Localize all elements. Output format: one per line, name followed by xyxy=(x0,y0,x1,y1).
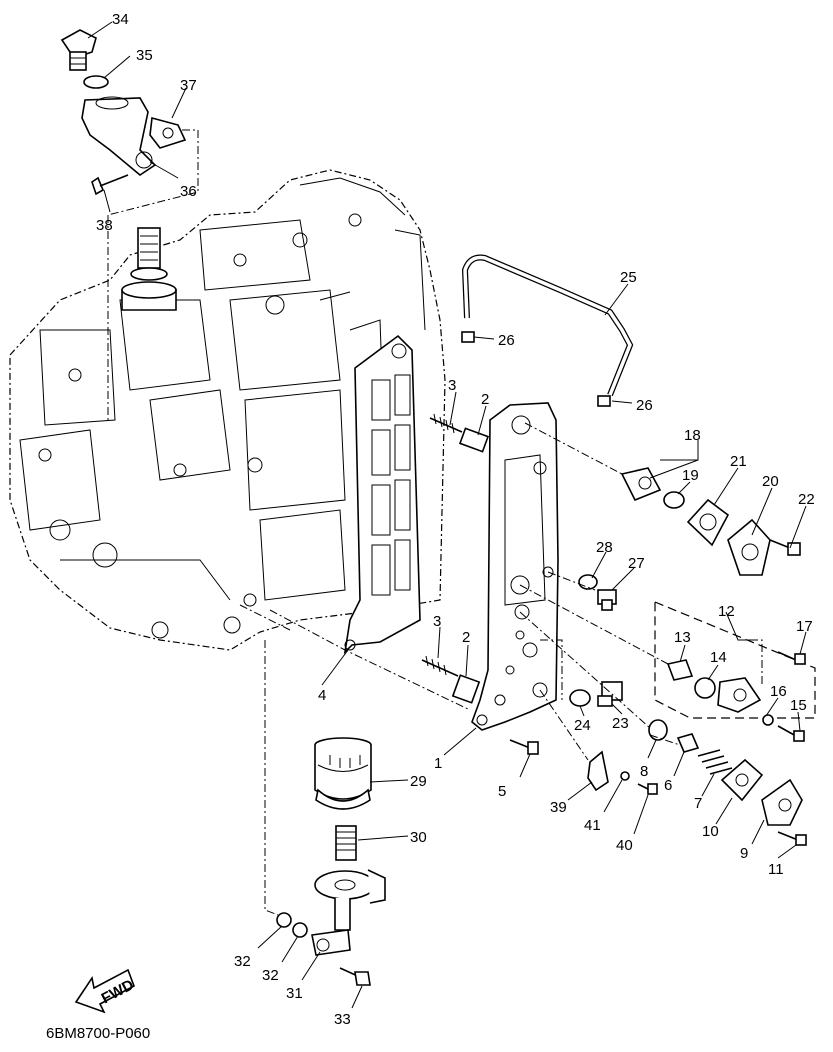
callout-12: 12 xyxy=(718,603,735,620)
oil-cap-34 xyxy=(60,29,97,71)
callout-11: 11 xyxy=(768,861,784,878)
bolt-11 xyxy=(777,831,807,846)
callout-14: 14 xyxy=(710,649,727,666)
washer-28 xyxy=(578,574,598,590)
washer-41 xyxy=(620,771,630,781)
callout-7: 7 xyxy=(694,795,702,812)
callout-33: 33 xyxy=(334,1011,351,1028)
leader-lines xyxy=(87,21,807,1009)
callout-34: 34 xyxy=(112,11,129,28)
collar-2-lower xyxy=(451,674,481,704)
callout-41: 41 xyxy=(584,817,601,834)
gasket-4 xyxy=(343,334,421,655)
callout-26-lower: 26 xyxy=(636,397,653,414)
callout-10: 10 xyxy=(702,823,719,840)
bracket-39 xyxy=(587,750,609,792)
callout-2-upper: 2 xyxy=(481,391,489,408)
oil-filter-29 xyxy=(314,737,372,810)
bolt-22 xyxy=(769,539,801,556)
callout-39: 39 xyxy=(550,799,567,816)
callout-2-lower: 2 xyxy=(462,629,470,646)
callout-29: 29 xyxy=(410,773,427,790)
o-ring-32b xyxy=(292,922,308,938)
hose-25 xyxy=(461,254,634,397)
callout-40: 40 xyxy=(616,837,633,854)
fwd-arrow: FWD xyxy=(74,968,137,1014)
valve-6 xyxy=(676,733,700,753)
bolt-15 xyxy=(777,725,805,742)
callout-1: 1 xyxy=(434,755,442,772)
engine-block xyxy=(9,169,446,651)
callout-38: 38 xyxy=(96,217,113,234)
bolt-33 xyxy=(339,967,371,986)
washer-16 xyxy=(762,714,774,726)
union-30 xyxy=(335,825,357,861)
valve-body xyxy=(717,677,762,713)
callout-22: 22 xyxy=(798,491,815,508)
callout-27: 27 xyxy=(628,555,645,572)
plug-23 xyxy=(597,681,623,707)
bolt-38 xyxy=(91,174,129,196)
callout-17: 17 xyxy=(796,618,813,635)
bolt-5 xyxy=(509,739,539,755)
callout-24: 24 xyxy=(574,717,591,734)
callout-20: 20 xyxy=(762,473,779,490)
collar-2-upper xyxy=(458,427,490,453)
callout-32-right: 32 xyxy=(262,967,279,984)
washer-19 xyxy=(663,491,685,509)
cover-20 xyxy=(727,518,771,576)
bolt-3-lower xyxy=(421,655,459,677)
cover-9 xyxy=(761,778,803,826)
callout-36: 36 xyxy=(180,183,197,200)
callout-9: 9 xyxy=(740,845,748,862)
bolt-17 xyxy=(777,651,806,665)
filter-mount-31 xyxy=(311,869,386,956)
callout-26-upper: 26 xyxy=(498,332,515,349)
o-ring-35 xyxy=(83,75,109,89)
callout-32-left: 32 xyxy=(234,953,251,970)
callout-35: 35 xyxy=(136,47,153,64)
bolt-3-upper xyxy=(429,413,463,434)
filler-neck-36 xyxy=(81,96,157,176)
callout-3-lower: 3 xyxy=(433,613,441,630)
callout-30: 30 xyxy=(410,829,427,846)
housing-1 xyxy=(471,402,559,731)
callout-19: 19 xyxy=(682,467,699,484)
plug-27 xyxy=(597,589,617,611)
callout-37: 37 xyxy=(180,77,197,94)
gasket-21 xyxy=(686,498,730,547)
o-ring-32a xyxy=(276,912,292,928)
callout-13: 13 xyxy=(674,629,691,646)
callout-3-upper: 3 xyxy=(448,377,456,394)
o-ring-24 xyxy=(569,689,591,707)
callout-31: 31 xyxy=(286,985,303,1002)
callout-18: 18 xyxy=(684,427,701,444)
callout-4: 4 xyxy=(318,687,326,704)
callouts: 34 35 37 36 38 25 26 26 3 2 18 19 21 20 … xyxy=(96,11,815,1028)
callout-16: 16 xyxy=(770,683,787,700)
callout-23: 23 xyxy=(612,715,629,732)
part-13 xyxy=(666,659,694,681)
callout-15: 15 xyxy=(790,697,807,714)
seal-14 xyxy=(694,677,716,699)
callout-25: 25 xyxy=(620,269,637,286)
gasket-10 xyxy=(720,758,764,802)
crankshaft-top xyxy=(121,227,177,311)
thermostat-18 xyxy=(620,467,662,502)
callout-6: 6 xyxy=(664,777,672,794)
callout-5: 5 xyxy=(498,783,506,800)
seal-8 xyxy=(648,719,668,741)
gasket-37 xyxy=(149,116,187,149)
bolt-40 xyxy=(637,783,658,795)
clip-26b xyxy=(597,395,611,407)
diagram-code: 6BM8700-P060 xyxy=(46,1025,150,1042)
clip-26a xyxy=(461,331,475,343)
callout-28: 28 xyxy=(596,539,613,556)
callout-8: 8 xyxy=(640,763,648,780)
callout-21: 21 xyxy=(730,453,747,470)
spring-7 xyxy=(697,749,733,775)
